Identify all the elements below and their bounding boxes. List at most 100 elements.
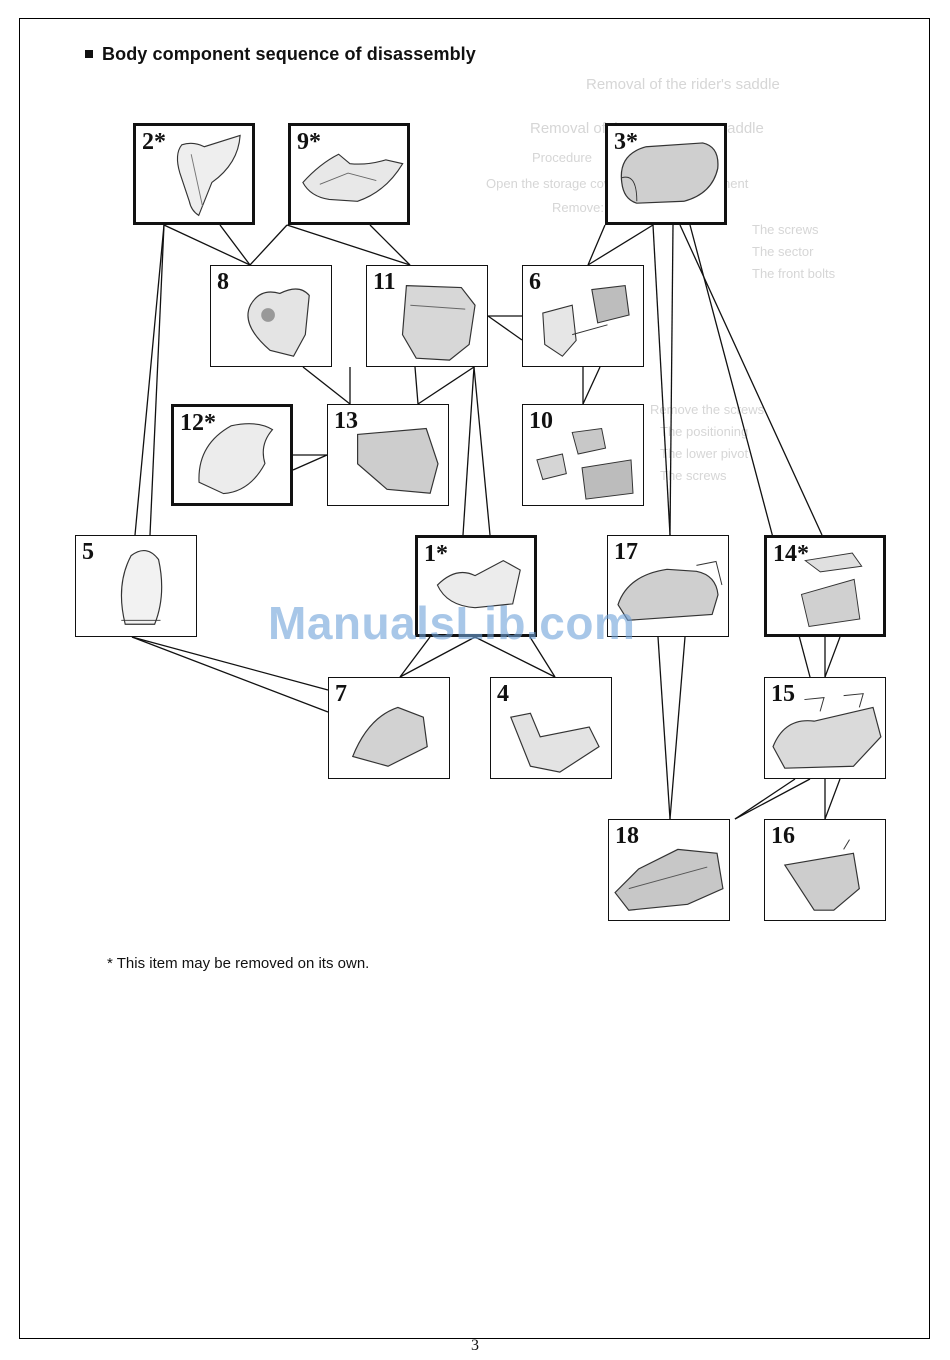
connector-17-18 [657,636,671,820]
connector-3-6 [587,224,654,266]
ghost-text: Procedure [532,150,592,165]
connector-2-5-b [149,224,165,536]
component-box-8: 8 [210,265,332,367]
component-box-11: 11 [366,265,488,367]
part-illustration-14 [800,552,863,627]
component-number: 17 [614,539,638,565]
component-number: 7 [335,681,347,707]
component-box-18: 18 [608,819,730,921]
component-number: 2* [142,129,166,155]
component-number: 4 [497,681,509,707]
component-box-6: 6 [522,265,644,367]
component-box-12: 12* [171,404,293,506]
page-number: 3 [471,1337,479,1354]
component-box-13: 13 [327,404,449,506]
part-illustration-1 [436,559,521,609]
component-box-1: 1* [415,535,537,637]
component-number: 11 [373,269,396,295]
component-box-5: 5 [75,535,197,637]
connector-11-1-b [473,366,491,536]
connector-3-14 [679,224,823,536]
part-illustration-3 [620,142,719,204]
component-box-2: 2* [133,123,255,225]
connector-9-8 [249,224,288,266]
component-number: 13 [334,408,358,434]
ghost-text: The screws [660,468,727,483]
component-box-15: 15 [764,677,886,779]
connector-11-1 [462,366,475,536]
connector-1-4 [474,636,556,678]
connector-15-18-b [734,778,811,820]
part-illustration-2 [176,134,241,217]
connector-3-6-b [587,224,606,266]
part-illustration-13 [357,427,439,494]
footnote: * This item may be removed on its own. [107,955,370,972]
part-illustration-5 [120,550,163,625]
component-number: 6 [529,269,541,295]
part-illustration-16 [783,839,860,911]
ghost-text: The front bolts [752,266,836,281]
connector-14-15-b [824,636,841,678]
component-number: 15 [771,681,795,707]
connector-5-7-b [131,636,329,691]
connector-3-17-b [669,224,674,536]
ghost-text: The lower pivot [660,446,749,461]
part-illustration-7 [351,706,428,767]
bullet-square-icon [85,50,93,58]
page-title: Body component sequence of disassembly [85,44,476,65]
component-box-17: 17 [607,535,729,637]
connector-1-7-b [399,636,431,678]
component-box-4: 4 [490,677,612,779]
component-number: 5 [82,539,94,565]
part-illustration-9 [302,153,404,202]
connector-17-18-b [669,636,686,820]
connector-5-7 [131,636,329,713]
component-box-9: 9* [288,123,410,225]
part-illustration-17 [617,560,723,621]
connector-11-13-b [414,366,419,405]
connector-6-10-b [582,366,601,405]
connector-1-4-b [529,636,556,678]
part-illustration-10 [536,427,634,500]
component-box-10: 10 [522,404,644,506]
ghost-text: Remove the screws [650,402,765,417]
component-box-14: 14* [764,535,886,637]
connector-9-11 [286,224,411,266]
connector-9-11-b [369,224,411,266]
part-illustration-8 [247,288,310,357]
connector-15-16-b [824,778,841,820]
connector-15-18 [734,778,796,820]
page-frame [19,18,930,1339]
connector-8-13 [302,366,351,405]
connector-2-8 [163,224,251,266]
component-box-3: 3* [605,123,727,225]
connector-1-7 [399,636,476,678]
connector-2-8-b [219,224,251,266]
connector-3-17 [652,224,671,536]
ghost-text: The sector [752,244,814,259]
part-illustration-6 [542,285,630,357]
connector-12-13-b [292,454,328,471]
ghost-text: The screws [752,222,819,237]
ghost-text: Removal of the rider's saddle [586,76,780,93]
ghost-text: Remove: [552,200,605,215]
connector-11-6-b [487,315,523,341]
part-illustration-11 [401,284,476,361]
component-box-16: 16 [764,819,886,921]
part-illustration-4 [509,712,600,773]
part-illustration-12 [198,423,274,495]
component-number: 16 [771,823,795,849]
component-number: 8 [217,269,229,295]
part-illustration-15 [772,693,882,769]
component-number: 12* [180,410,216,436]
component-number: 10 [529,408,553,434]
connector-11-13 [417,366,475,405]
component-number: 3* [614,129,638,155]
component-number: 14* [773,541,809,567]
ghost-text: The positioning [660,424,749,439]
component-number: 9* [297,129,321,155]
component-number: 1* [424,541,448,567]
watermark-text: ManualsLib.com [268,597,636,649]
component-box-7: 7 [328,677,450,779]
